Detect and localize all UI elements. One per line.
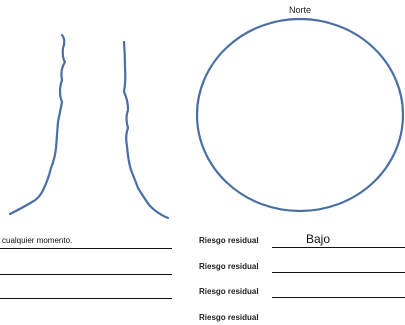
risk-line-1	[272, 247, 405, 248]
risk-label-1: Riesgo residual	[199, 236, 259, 245]
risk-label-2: Riesgo residual	[199, 262, 259, 271]
risk-value-1: Bajo	[306, 232, 331, 246]
north-label: Norte	[288, 5, 311, 15]
note-line-2	[0, 274, 172, 275]
note-line-1	[0, 248, 172, 249]
risk-label-4: Riesgo residual	[199, 313, 259, 322]
risk-line-2	[272, 272, 405, 273]
note-text: cualquier momento.	[2, 236, 73, 245]
compass-circle	[195, 17, 405, 213]
risk-line-3	[272, 297, 405, 298]
note-line-3	[0, 298, 172, 299]
risk-label-3: Riesgo residual	[199, 287, 259, 296]
right-boundary-line	[122, 40, 170, 220]
left-boundary-line	[8, 33, 67, 216]
site-sketch	[8, 17, 405, 220]
